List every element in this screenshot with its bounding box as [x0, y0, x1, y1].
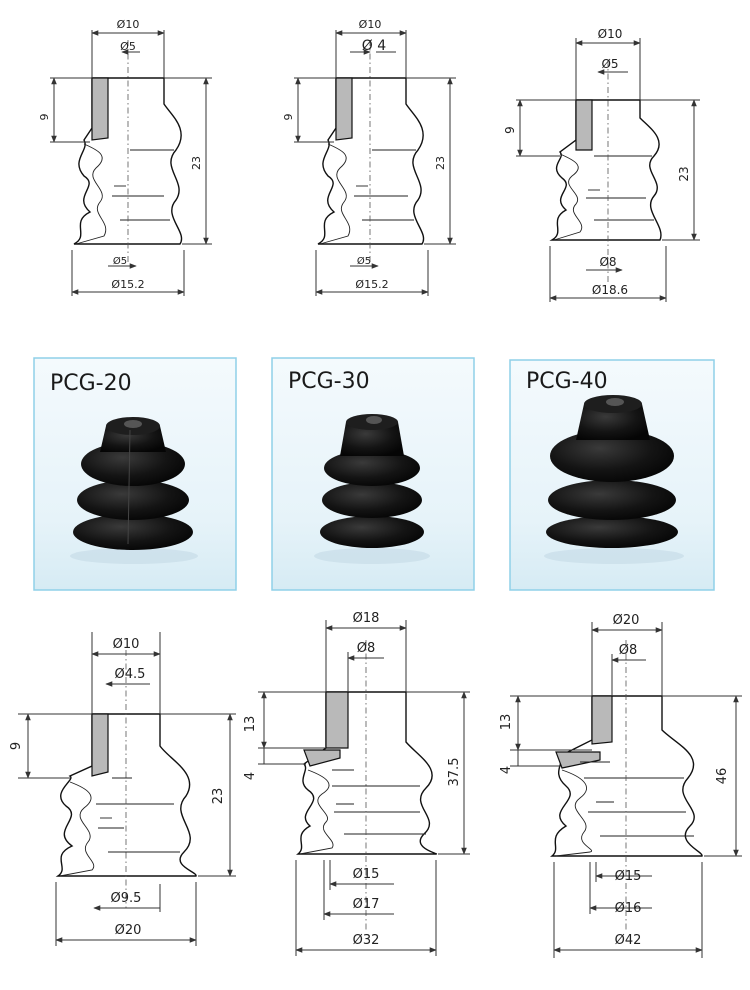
dim-height-upper: 9	[9, 742, 24, 750]
dim-height-total: 46	[715, 768, 730, 785]
dim-outer-top: Ø18	[353, 611, 380, 626]
dim-height-total: 23	[434, 156, 447, 170]
dim-outer-top: Ø10	[359, 18, 382, 31]
dim-inner-bottom-2: Ø17	[353, 897, 380, 912]
product-label: PCG-30	[288, 369, 370, 394]
wall-section	[335, 77, 353, 141]
drawing-4: Ø10 Ø4.5 9 23 Ø9.5 Ø20	[9, 632, 236, 946]
dim-height-total: 23	[190, 156, 203, 170]
dim-outer-bottom: Ø15.2	[111, 278, 144, 291]
dim-inner-top: Ø4.5	[115, 667, 146, 682]
dim-height-step: 4	[243, 772, 258, 780]
dim-outer-bottom: Ø18.6	[592, 283, 628, 297]
dim-height-upper: 9	[38, 114, 51, 121]
dim-height-upper: 13	[243, 716, 258, 733]
dim-outer-bottom: Ø32	[353, 933, 380, 948]
dim-inner-top: Ø5	[120, 40, 136, 53]
wall-section	[325, 691, 349, 749]
dim-inner-top: Ø8	[619, 643, 638, 658]
dim-inner-bottom-1: Ø15	[615, 869, 642, 884]
dim-outer-top: Ø10	[117, 18, 140, 31]
product-label: PCG-20	[50, 371, 132, 396]
product-label: PCG-40	[526, 369, 608, 394]
cup-outline	[317, 77, 425, 245]
dim-outer-top: Ø10	[598, 27, 623, 41]
dim-height-step: 4	[499, 766, 514, 774]
dim-inner-bottom: Ø5	[113, 255, 127, 267]
wall-section	[91, 713, 109, 777]
dim-inner-top: Ø8	[357, 641, 376, 656]
wall-section	[575, 99, 593, 151]
suction-cup-photo	[70, 417, 198, 564]
dim-inner-bottom: Ø9.5	[111, 891, 142, 906]
suction-cup-photo	[544, 395, 684, 564]
dim-outer-bottom: Ø20	[115, 923, 142, 938]
dim-height-total: 23	[677, 166, 691, 181]
product-panel-pcg40: PCG-40	[509, 359, 715, 591]
dim-height-upper: 9	[503, 126, 517, 134]
dim-inner-bottom: Ø8	[599, 255, 616, 269]
dim-outer-top: Ø10	[113, 637, 140, 652]
dim-inner-top: Ø5	[601, 57, 618, 71]
dim-inner-bottom: Ø5	[357, 255, 371, 267]
drawing-6: Ø20 Ø8 13 4 46 Ø15 Ø16 Ø42	[499, 613, 742, 958]
product-panel-pcg30: PCG-30	[271, 357, 475, 591]
wall-section	[91, 77, 109, 141]
cup-outline	[296, 691, 437, 855]
dim-outer-bottom: Ø15.2	[355, 278, 388, 291]
dim-inner-top: Ø 4	[362, 38, 386, 54]
dim-inner-bottom-1: Ø15	[353, 867, 380, 882]
dim-height-total: 23	[211, 788, 226, 805]
dim-height-upper: 13	[499, 714, 514, 731]
wall-section	[591, 695, 613, 745]
drawing-3: Ø10 Ø5 9 23 Ø8 Ø18.6	[503, 27, 700, 302]
drawing-5: Ø18 Ø8 13 4 37.5 Ø15 Ø17 Ø32	[243, 611, 470, 956]
drawing-1: Ø10 Ø5 9 23 Ø5 Ø15.2	[38, 18, 212, 296]
cup-outline	[550, 695, 703, 857]
dim-outer-bottom: Ø42	[615, 933, 642, 948]
dim-outer-top: Ø20	[613, 613, 640, 628]
dim-height-total: 37.5	[447, 758, 462, 787]
dim-inner-bottom-2: Ø16	[615, 901, 642, 916]
dim-height-upper: 9	[282, 114, 295, 121]
drawing-2: Ø10 Ø 4 9 23 Ø5 Ø15.2	[282, 18, 456, 296]
cup-outline	[549, 99, 662, 241]
product-panel-pcg20: PCG-20	[33, 357, 237, 591]
suction-cup-photo	[314, 414, 430, 564]
